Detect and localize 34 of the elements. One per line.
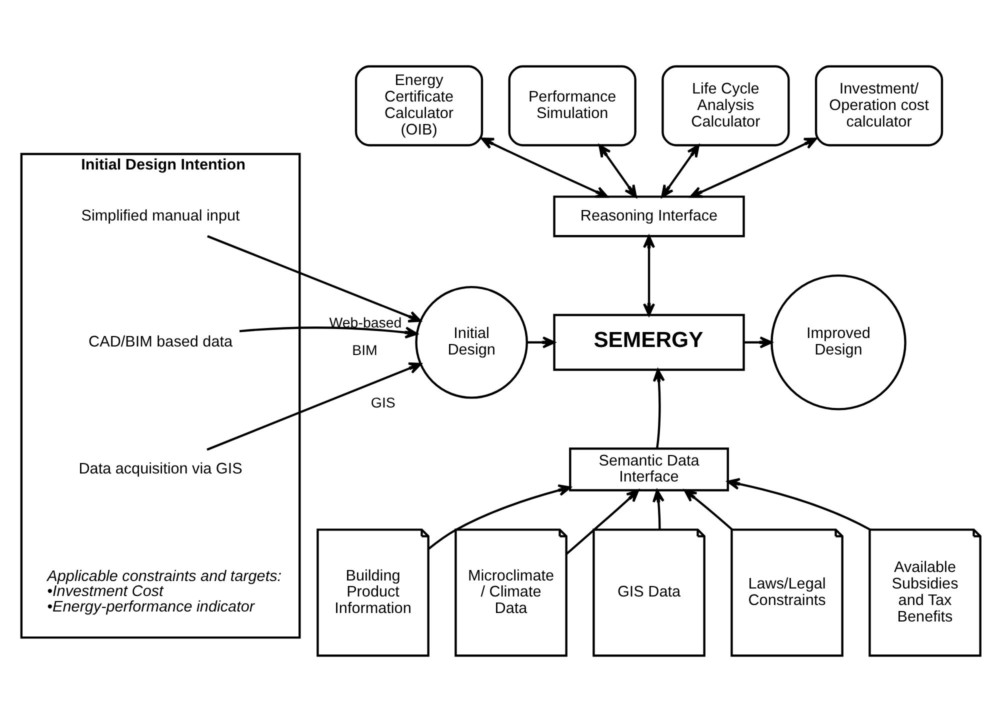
arrow (239, 326, 418, 339)
arrow (643, 235, 656, 316)
arrow (661, 144, 700, 198)
node-box: Investment/ Operation cost calculator (814, 65, 944, 146)
node-box: Energy Certificate Calculator (OIB) (354, 65, 484, 146)
arrow (726, 478, 872, 531)
node-text: Simplified manual input (81, 207, 240, 224)
arrow (481, 138, 608, 198)
edge-label: GIS (370, 396, 396, 412)
edge-label: Web-based (329, 316, 402, 332)
label: •Investment Cost (47, 583, 164, 600)
arrow (207, 235, 422, 322)
node-circle: Initial Design (415, 286, 528, 399)
node-box: Reasoning Interface (553, 196, 745, 238)
arrow (566, 489, 640, 555)
node-box: Semantic Data Interface (569, 448, 729, 492)
node-box: Life Cycle Analysis Calculator (662, 65, 790, 146)
arrow (652, 368, 665, 449)
arrow (690, 138, 818, 198)
label: •Energy-performance indicator (47, 598, 254, 616)
arrow (652, 489, 664, 530)
node-box: Performance Simulation (508, 65, 636, 146)
arrow (598, 144, 637, 198)
label: Applicable constraints and targets: (47, 568, 282, 585)
arrow (527, 336, 556, 348)
node-box: SEMERGY (553, 314, 745, 371)
edge-label: BIM (352, 342, 378, 359)
node-circle: Improved Design (770, 274, 906, 410)
node-text: CAD/BIM based data (88, 333, 233, 350)
arrow (744, 336, 772, 348)
node-text: Data acquisition via GIS (78, 460, 242, 478)
arrow (428, 484, 572, 550)
arrow (206, 362, 422, 451)
arrow (684, 489, 734, 531)
